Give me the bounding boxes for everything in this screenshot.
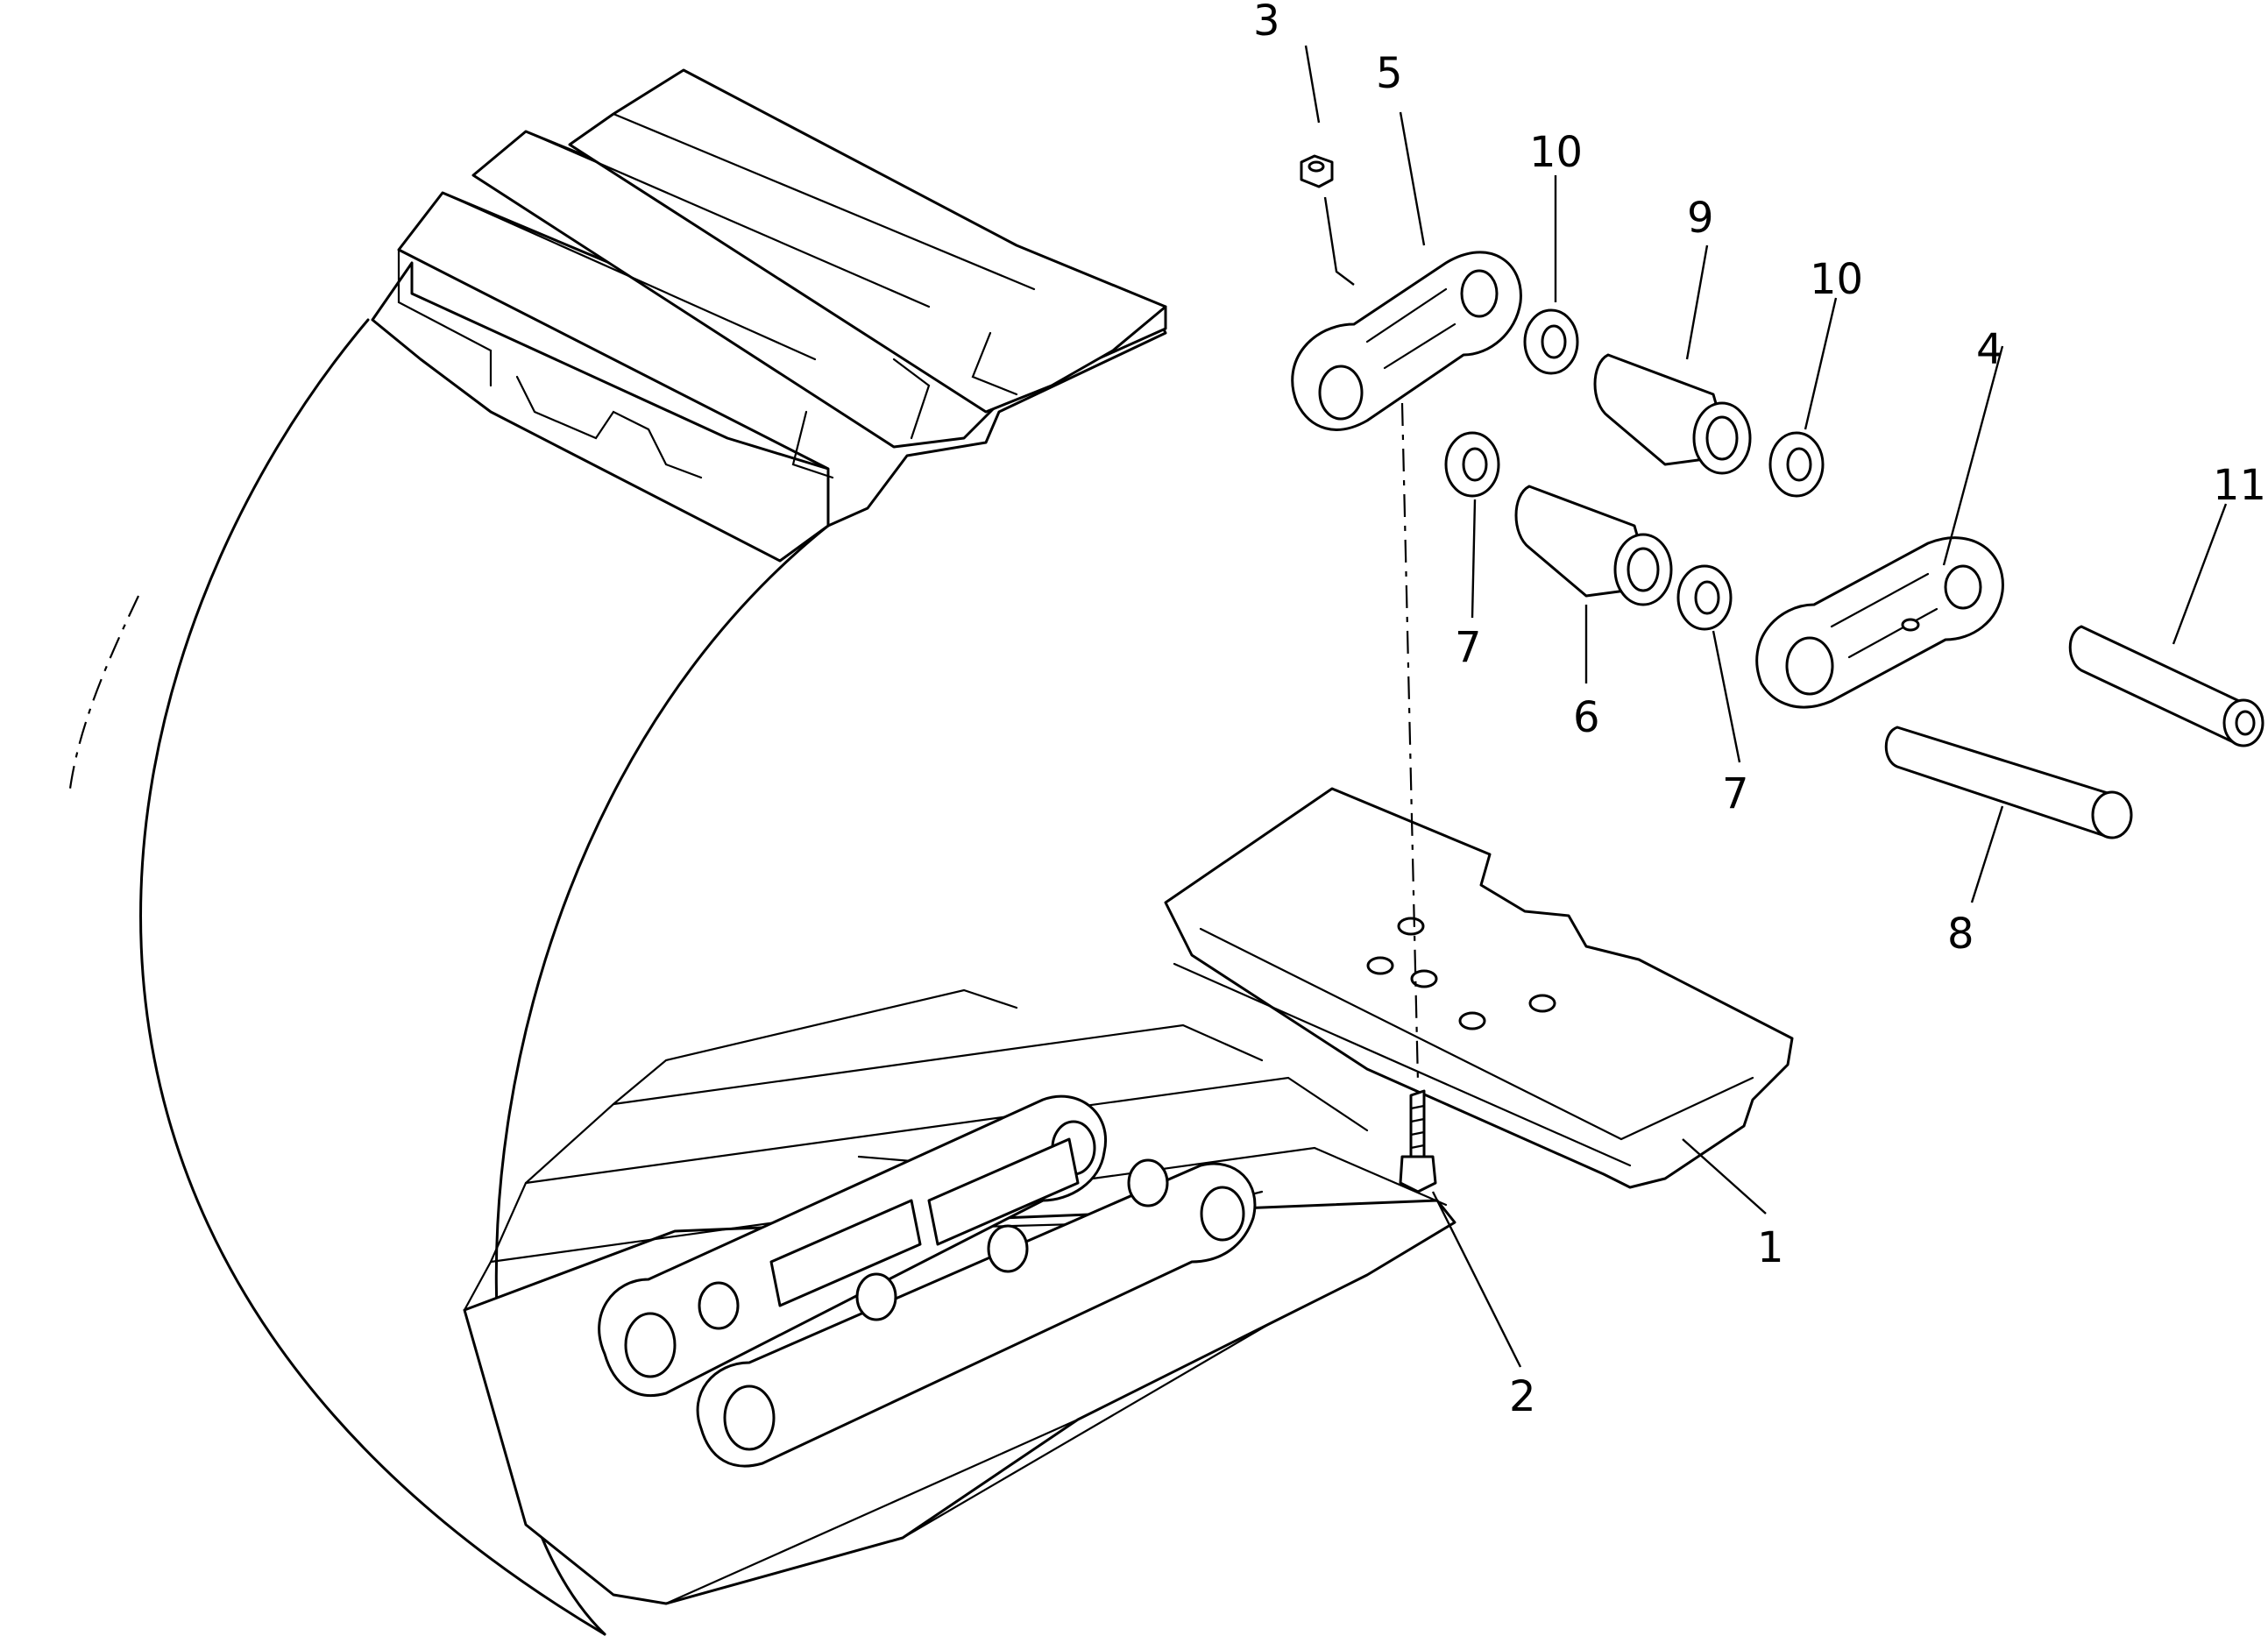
callout-5: 5: [1376, 49, 1403, 98]
pin-part-8: [1884, 726, 2133, 839]
bolt-part-2: [1399, 1089, 1437, 1193]
seal-part-10-upper: [1523, 308, 1579, 375]
seal-part-7-right: [1676, 564, 1733, 631]
assembly-centerline: [1400, 402, 1420, 1083]
bushing-part-9: [1593, 353, 1752, 475]
callout-7-left: 7: [1455, 623, 1482, 672]
track-shoe-part-1: [1164, 787, 1794, 1189]
callout-9: 9: [1687, 194, 1714, 243]
seal-part-7-left: [1444, 431, 1500, 498]
upper-track-shoes: [371, 68, 1167, 563]
callout-3: 3: [1253, 0, 1280, 46]
master-link-part-5: [1291, 251, 1522, 431]
pin-part-11: [2068, 625, 2264, 747]
callout-10-right: 10: [1810, 255, 1863, 304]
callout-11: 11: [2213, 461, 2266, 510]
callout-10-left: 10: [1529, 128, 1583, 177]
link-part-4: [1755, 536, 2004, 709]
callout-labels: 1 2 3 4 5 6 7 7 8 9 10 10 11: [1253, 0, 2266, 1421]
callout-8: 8: [1947, 910, 1974, 959]
nut-part-3: [1300, 154, 1334, 188]
callout-6: 6: [1573, 693, 1600, 742]
seal-part-10-right: [1768, 431, 1825, 498]
callout-4: 4: [1976, 325, 2003, 374]
callout-1: 1: [1757, 1223, 1784, 1272]
bushing-part-6: [1514, 485, 1673, 606]
leader-lines: [1304, 45, 2228, 1368]
callout-2: 2: [1509, 1372, 1536, 1421]
callout-7-right: 7: [1722, 769, 1749, 818]
assembled-chain-links: [598, 1094, 1257, 1468]
